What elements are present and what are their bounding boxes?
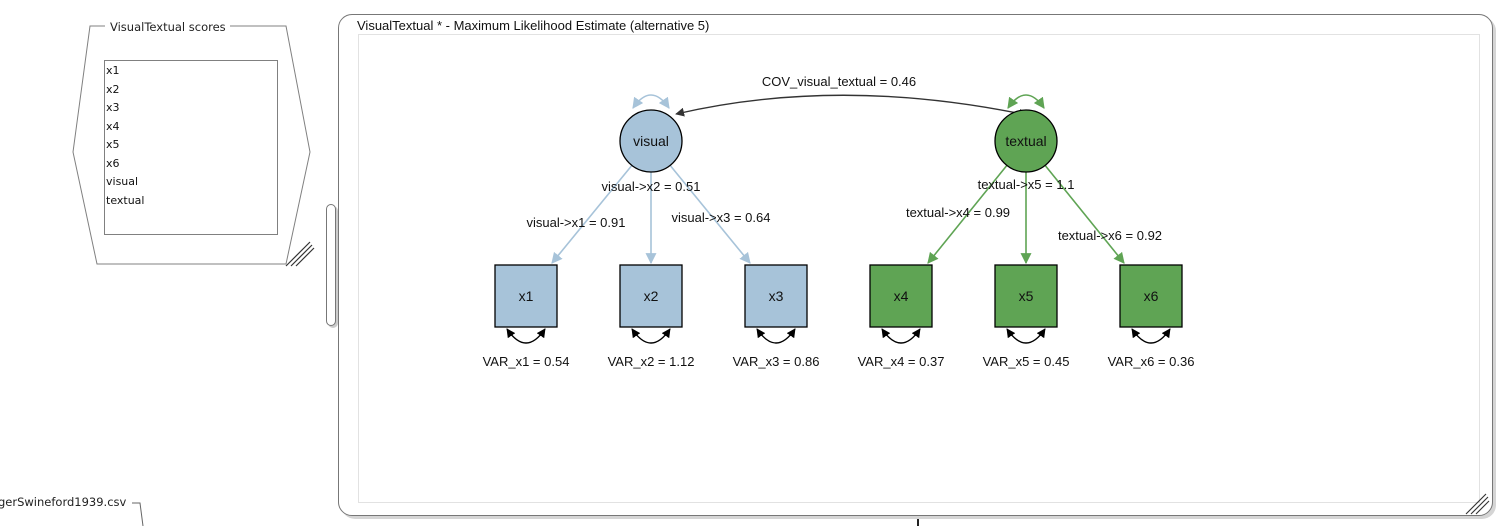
list-item[interactable]: visual: [106, 175, 139, 188]
covariance-arrow[interactable]: [675, 94, 1028, 118]
observed-label-x5: x5: [1019, 288, 1034, 304]
scores-panel-title: VisualTextual scores: [106, 20, 230, 34]
loading-path-visual-x1[interactable]: [551, 163, 634, 264]
latent-node-textual[interactable]: textual: [994, 109, 1058, 173]
observed-label-x1: x1: [519, 288, 534, 304]
observed-node-x4[interactable]: x4: [869, 264, 933, 328]
list-item[interactable]: x4: [106, 119, 120, 133]
variance-label-x4: VAR_x4 = 0.37: [858, 354, 945, 369]
variance-loop-x1[interactable]: [506, 328, 546, 344]
variance-loop-x4[interactable]: [881, 328, 921, 344]
variance-loop-x3[interactable]: [756, 328, 796, 344]
variance-label-x1: VAR_x1 = 0.54: [483, 354, 570, 369]
loading-path-visual-x3[interactable]: [668, 163, 751, 264]
loading-label-visual-x1: visual->x1 = 0.91: [526, 215, 625, 230]
observed-node-x2[interactable]: x2: [619, 264, 683, 328]
variance-loop-x2[interactable]: [631, 328, 671, 344]
diagram-canvas[interactable]: [358, 34, 1480, 503]
observed-box-x2[interactable]: [619, 264, 683, 328]
resize-handle-icon[interactable]: [1464, 493, 1490, 515]
list-item[interactable]: x6: [106, 156, 120, 170]
observed-node-x3[interactable]: x3: [744, 264, 808, 328]
model-window-title: VisualTextual * - Maximum Likelihood Est…: [357, 18, 710, 33]
resize-handle-icon: [285, 241, 315, 267]
output-port-tick: [917, 519, 919, 526]
loading-path-textual-x6[interactable]: [1043, 163, 1125, 264]
variance-label-x6: VAR_x6 = 0.36: [1108, 354, 1195, 369]
list-item[interactable]: x5: [106, 138, 120, 151]
latent-node-visual[interactable]: visual: [619, 109, 683, 173]
observed-box-x4[interactable]: [869, 264, 933, 328]
variance-loop-x5[interactable]: [1006, 328, 1046, 344]
list-item[interactable]: textual: [106, 193, 145, 207]
variance-loop-x6[interactable]: [1131, 328, 1171, 344]
latent-variance-loop-visual[interactable]: [632, 94, 670, 109]
scores-panel-outline: [72, 25, 315, 267]
latent-label-visual: visual: [633, 133, 669, 149]
list-item[interactable]: x2: [106, 82, 120, 96]
list-item[interactable]: x1: [106, 64, 120, 77]
observed-box-x3[interactable]: [744, 264, 808, 328]
data-node-outline: [132, 502, 144, 526]
observed-box-x1[interactable]: [494, 264, 558, 328]
connection-port-handle[interactable]: [326, 204, 336, 326]
data-node-label[interactable]: gerSwineford1939.csv: [0, 495, 127, 509]
loading-label-textual-x5: textual->x5 = 1.1: [978, 177, 1075, 192]
loading-path-textual-x4[interactable]: [927, 163, 1009, 264]
loading-label-visual-x3: visual->x3 = 0.64: [671, 210, 770, 225]
observed-node-x1[interactable]: x1: [494, 264, 558, 328]
latent-label-textual: textual: [1005, 133, 1046, 149]
list-item[interactable]: x3: [106, 101, 120, 114]
latent-variance-loop-textual[interactable]: [1007, 94, 1045, 109]
observed-box-x5[interactable]: [994, 264, 1058, 328]
loading-label-visual-x2: visual->x2 = 0.51: [601, 179, 700, 194]
observed-node-x5[interactable]: x5: [994, 264, 1058, 328]
scores-list[interactable]: x1 x2 x3 x4 x5 x6 visual textual: [104, 60, 278, 235]
observed-label-x2: x2: [644, 288, 659, 304]
loading-label-textual-x6: textual->x6 = 0.92: [1058, 228, 1162, 243]
covariance-label: COV_visual_textual = 0.46: [762, 74, 916, 89]
variance-label-x5: VAR_x5 = 0.45: [983, 354, 1070, 369]
variance-label-x2: VAR_x2 = 1.12: [608, 354, 695, 369]
variance-label-x3: VAR_x3 = 0.86: [733, 354, 820, 369]
observed-label-x4: x4: [894, 288, 909, 304]
observed-label-x6: x6: [1144, 288, 1159, 304]
observed-box-x6[interactable]: [1119, 264, 1183, 328]
observed-node-x6[interactable]: x6: [1119, 264, 1183, 328]
loading-label-textual-x4: textual->x4 = 0.99: [906, 205, 1010, 220]
observed-label-x3: x3: [769, 288, 784, 304]
scores-panel[interactable]: VisualTextual scores x1 x2 x3 x4 x5 x6 v…: [70, 18, 315, 273]
